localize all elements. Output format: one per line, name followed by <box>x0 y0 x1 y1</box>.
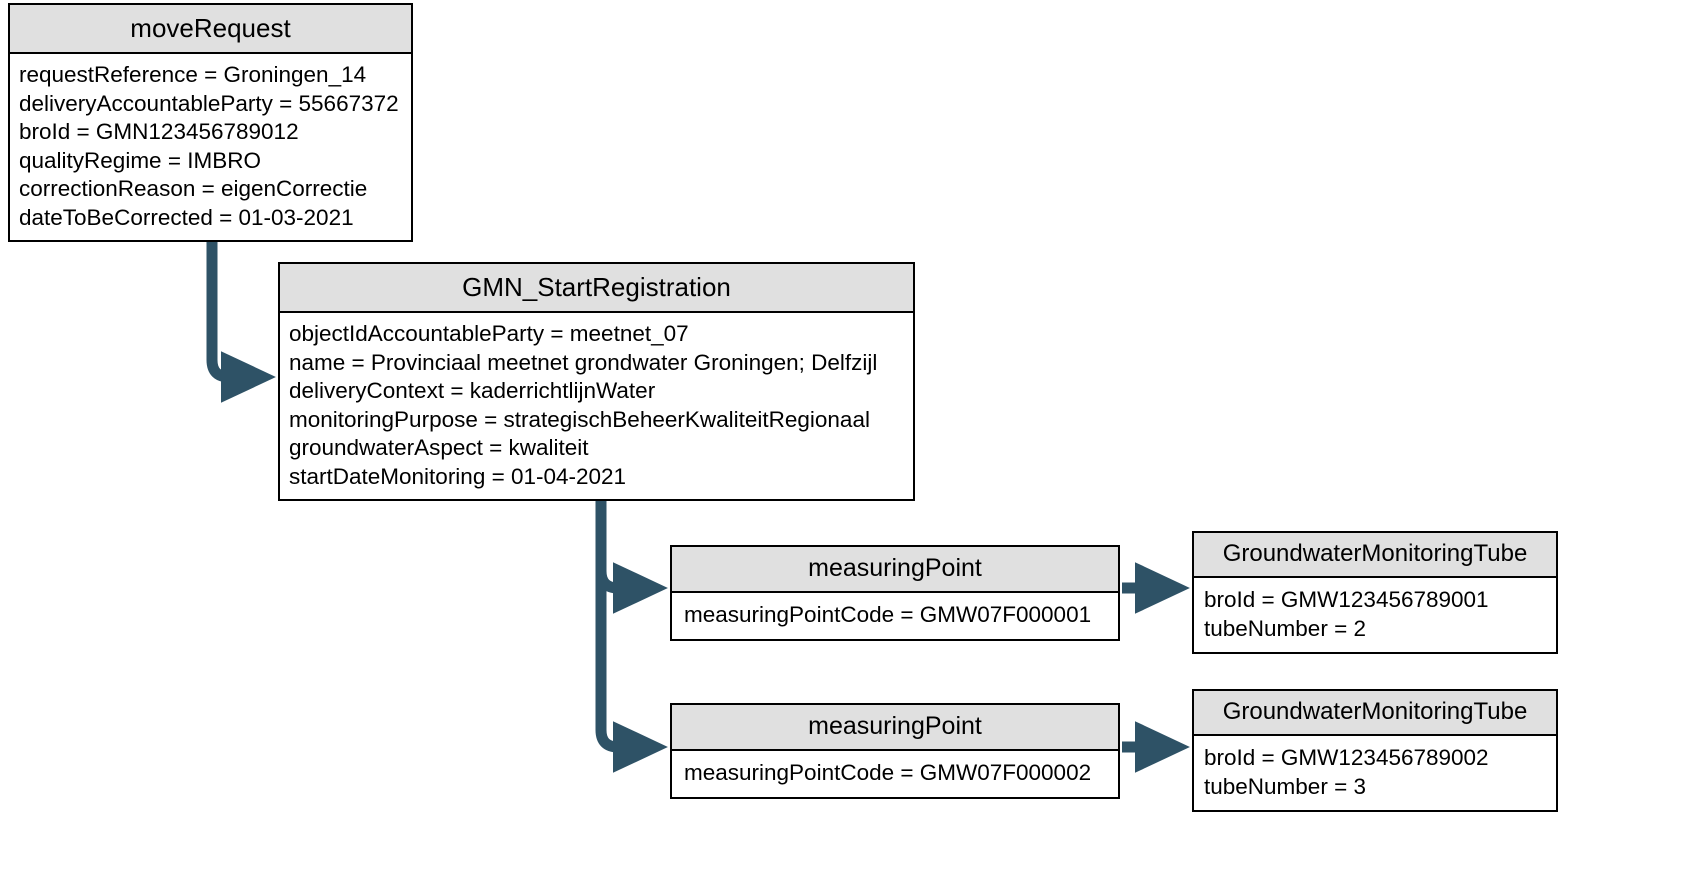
object-box-groundwatermonitoringtube-1[interactable]: GroundwaterMonitoringTube broId = GMW123… <box>1192 531 1558 654</box>
attribute-row: startDateMonitoring = 01-04-2021 <box>289 463 627 489</box>
object-box-attributes-measuringpoint-2: measuringPointCode = GMW07F000002 <box>672 751 1118 797</box>
object-box-header-gmn-startregistration: GMN_StartRegistration <box>280 264 913 313</box>
attribute-row: broId = GMW123456789002 <box>1204 745 1489 770</box>
object-box-header-measuringpoint-1: measuringPoint <box>672 547 1118 593</box>
attribute-row: requestReference = Groningen_14 <box>19 62 367 87</box>
connector-moverequest-to-startregistration <box>206 228 276 403</box>
object-box-attributes-groundwatermonitoringtube-2: broId = GMW123456789002 tubeNumber = 3 <box>1194 736 1556 810</box>
attribute-row: measuringPointCode = GMW07F000002 <box>684 760 1092 785</box>
attribute-row: deliveryContext = kaderrichtlijnWater <box>289 378 656 403</box>
object-box-attributes-measuringpoint-1: measuringPointCode = GMW07F000001 <box>672 593 1118 639</box>
object-box-measuringpoint-1[interactable]: measuringPoint measuringPointCode = GMW0… <box>670 545 1120 641</box>
attribute-row: broId = GMN123456789012 <box>19 119 299 144</box>
object-box-measuringpoint-2[interactable]: measuringPoint measuringPointCode = GMW0… <box>670 703 1120 799</box>
connector-startregistration-to-measuringpoint-1 <box>595 486 668 614</box>
attribute-row: broId = GMW123456789001 <box>1204 587 1489 612</box>
attribute-row: objectIdAccountableParty = meetnet_07 <box>289 321 689 346</box>
attribute-row: tubeNumber = 2 <box>1204 615 1366 641</box>
attribute-row: groundwaterAspect = kwaliteit <box>289 435 589 460</box>
attribute-row: dateToBeCorrected = 01-03-2021 <box>19 204 354 230</box>
object-box-header-moverequest: moveRequest <box>10 5 411 54</box>
object-box-header-groundwatermonitoringtube-2: GroundwaterMonitoringTube <box>1194 691 1556 736</box>
attribute-row: monitoringPurpose = strategischBeheerKwa… <box>289 406 870 432</box>
object-box-attributes-groundwatermonitoringtube-1: broId = GMW123456789001 tubeNumber = 2 <box>1194 578 1556 652</box>
object-box-attributes-gmn-startregistration: objectIdAccountableParty = meetnet_07 na… <box>280 313 913 499</box>
attribute-row: qualityRegime = IMBRO <box>19 147 261 173</box>
object-box-header-groundwatermonitoringtube-1: GroundwaterMonitoringTube <box>1194 533 1556 578</box>
attribute-row: correctionReason = eigenCorrectie <box>19 176 368 201</box>
object-box-attributes-moverequest: requestReference = Groningen_14 delivery… <box>10 54 411 240</box>
object-box-groundwatermonitoringtube-2[interactable]: GroundwaterMonitoringTube broId = GMW123… <box>1192 689 1558 812</box>
connector-startregistration-to-measuringpoint-2 <box>595 571 668 773</box>
attribute-row: measuringPointCode = GMW07F000001 <box>684 602 1092 627</box>
object-box-moverequest[interactable]: moveRequest requestReference = Groningen… <box>8 3 413 242</box>
attribute-row: name = Provinciaal meetnet grondwater Gr… <box>289 349 878 375</box>
attribute-row: tubeNumber = 3 <box>1204 773 1366 799</box>
attribute-row: deliveryAccountableParty = 55667372 <box>19 90 399 116</box>
object-box-gmn-startregistration[interactable]: GMN_StartRegistration objectIdAccountabl… <box>278 262 915 501</box>
object-box-header-measuringpoint-2: measuringPoint <box>672 705 1118 751</box>
